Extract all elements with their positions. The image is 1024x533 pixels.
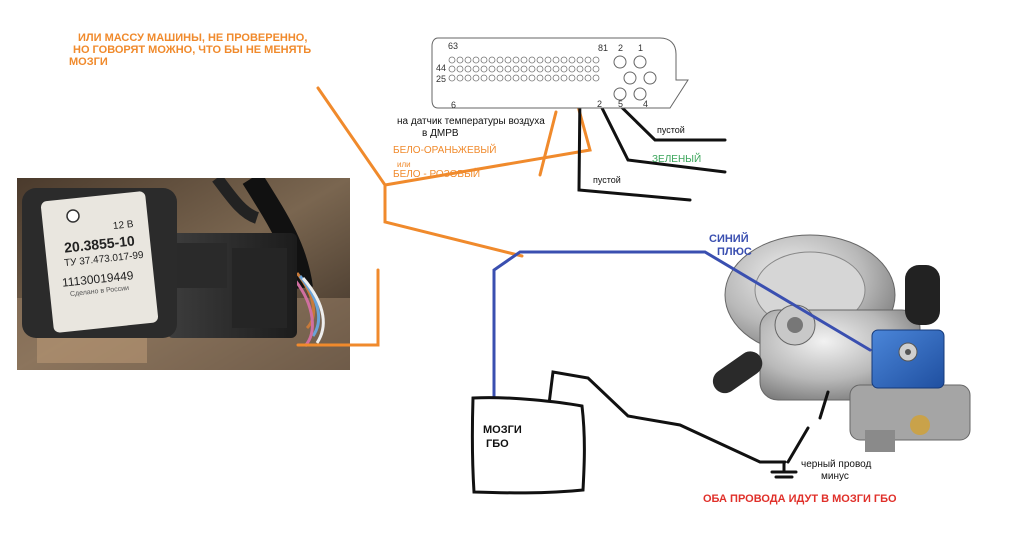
connector-pin <box>464 65 472 73</box>
connector-pin <box>488 74 496 82</box>
pin-label-2-bottom: 2 <box>597 99 603 109</box>
pin-empty-label-1: пустой <box>657 125 685 135</box>
black-wire-label-line2: минус <box>821 471 849 482</box>
connector-pin <box>456 56 464 64</box>
connector-pin <box>488 56 496 64</box>
connector-pin <box>568 65 576 73</box>
black-wires <box>547 80 830 479</box>
both-wires-note: ОБА ПРОВОДА ИДУТ В МОЗГИ ГБО <box>703 493 897 505</box>
connector-pin <box>512 56 520 64</box>
ecu-label-line2: ГБО <box>486 438 509 450</box>
connector-pin <box>512 65 520 73</box>
connector-pin <box>496 65 504 73</box>
connector-pin <box>568 56 576 64</box>
connector-pin <box>528 56 536 64</box>
connector-pin <box>584 65 592 73</box>
connector-pin <box>504 65 512 73</box>
note-chassis-line2: НО ГОВОРЯТ МОЖНО, ЧТО БЫ НЕ МЕНЯТЬ <box>73 44 312 56</box>
connector-pin <box>472 74 480 82</box>
connector-pin <box>496 74 504 82</box>
connector-pin <box>448 56 456 64</box>
ecu-label-line1: МОЗГИ <box>483 424 522 436</box>
connector-large-pins <box>613 55 657 101</box>
connector-pin <box>464 56 472 64</box>
connector-pin <box>560 74 568 82</box>
pin-label-44: 44 <box>436 63 447 73</box>
blue-wire-label-line1: СИНИЙ <box>709 233 749 245</box>
pin-label-6: 6 <box>451 100 457 110</box>
connector-pin <box>552 56 560 64</box>
connector-pin <box>512 74 520 82</box>
connector-pin <box>584 74 592 82</box>
connector-pin <box>472 56 480 64</box>
air-temp-label-line2: в ДМРВ <box>422 128 459 139</box>
wire-color-white-orange: БЕЛО-ОРАНЬЖЕВЫЙ <box>393 145 497 156</box>
connector-pin-grid <box>448 56 600 82</box>
green-wire-label: ЗЕЛЕНЫЙ <box>652 154 702 165</box>
pin-label-81: 81 <box>598 43 609 53</box>
connector-pin <box>464 74 472 82</box>
connector-pin <box>544 56 552 64</box>
wire-color-white-pink: БЕЛО - РОЗОВЫЙ <box>393 169 481 180</box>
connector-pin <box>448 74 456 82</box>
black-wire-label-line1: черный провод <box>801 459 872 470</box>
connector-pin <box>472 65 480 73</box>
note-chassis-line1: ИЛИ МАССУ МАШИНЫ, НЕ ПРОВЕРЕННО, <box>78 32 308 44</box>
wire-color-or: или <box>397 160 411 169</box>
connector-pin <box>592 65 600 73</box>
connector-pin <box>560 65 568 73</box>
pin-label-4: 4 <box>643 99 649 109</box>
connector-pin <box>456 65 464 73</box>
connector-pin <box>576 65 584 73</box>
pin-label-1: 1 <box>638 43 644 53</box>
connector-pin <box>576 56 584 64</box>
connector-pin <box>592 74 600 82</box>
connector-pin <box>544 74 552 82</box>
connector-pin <box>456 74 464 82</box>
connector-pin <box>528 74 536 82</box>
connector-pin <box>480 74 488 82</box>
pin-label-2-top: 2 <box>618 43 624 53</box>
connector-pin <box>592 56 600 64</box>
connector-pin <box>576 74 584 82</box>
air-temp-label-line1: на датчик температуры воздуха <box>397 116 545 127</box>
connector-pin <box>544 65 552 73</box>
connector-pin <box>520 65 528 73</box>
connector-pin <box>552 65 560 73</box>
connector-pin <box>528 65 536 73</box>
blue-wire-label-line2: ПЛЮС <box>717 246 752 258</box>
connector-pin <box>504 56 512 64</box>
connector-pin <box>552 74 560 82</box>
connector-pin <box>488 65 496 73</box>
connector-pin <box>520 56 528 64</box>
connector-pin <box>504 74 512 82</box>
connector-pin <box>560 56 568 64</box>
blue-wire <box>492 250 872 402</box>
connector-pin <box>496 56 504 64</box>
pin-label-25: 25 <box>436 74 447 84</box>
connector-pin <box>568 74 576 82</box>
pin-label-5: 5 <box>618 99 624 109</box>
gas-reducer-photo <box>712 234 971 452</box>
note-chassis-line3: МОЗГИ <box>69 56 108 68</box>
connector-pin <box>448 65 456 73</box>
sensor-photo <box>17 178 350 370</box>
connector-pin <box>584 56 592 64</box>
pin-empty-label-2: пустой <box>593 175 621 185</box>
connector-pin <box>536 74 544 82</box>
connector-pin <box>520 74 528 82</box>
connector-pin <box>480 56 488 64</box>
ecu-box <box>470 396 586 495</box>
pin-label-63: 63 <box>448 41 459 51</box>
connector-pin <box>536 56 544 64</box>
connector-pin <box>536 65 544 73</box>
connector-pin <box>480 65 488 73</box>
